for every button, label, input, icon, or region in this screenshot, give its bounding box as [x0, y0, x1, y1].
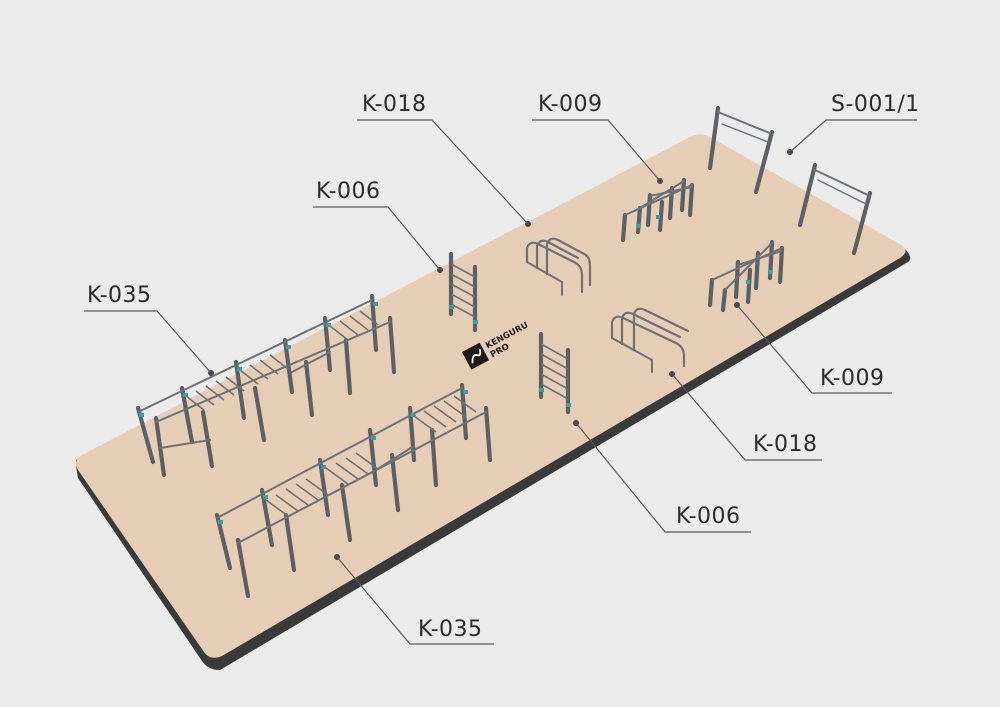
callout-k-009-top: K-009	[532, 92, 663, 184]
equipment-k-018-right	[610, 307, 690, 373]
logo-mark	[462, 342, 490, 370]
callout-label: K-018	[753, 432, 818, 457]
equipment-k-006-top	[448, 251, 478, 333]
callout-label: S-001/1	[831, 92, 920, 117]
callout-k-018-top: K-018	[357, 92, 531, 227]
equipment-s-001-1	[707, 105, 873, 256]
k-035-top-ladder	[185, 310, 379, 411]
callout-label: K-009	[538, 92, 603, 117]
callout-k-018-right: K-018	[669, 371, 822, 461]
callout-k-035-bottom: K-035	[334, 554, 494, 645]
k-035-bottom-ladder	[265, 395, 477, 517]
callout-label: K-009	[820, 366, 885, 391]
callout-k-006-top: K-006	[313, 179, 443, 273]
equipment-k-009-right	[707, 239, 785, 313]
callout-label: K-035	[87, 283, 152, 308]
callout-label: K-018	[362, 92, 427, 117]
callout-label: K-006	[316, 179, 381, 204]
equipment-k-035-bottom	[214, 382, 493, 599]
equipment-k-006-bottom	[538, 331, 571, 415]
equipment-k-009-top	[620, 177, 695, 243]
callout-k-006-bottom: K-006	[573, 420, 751, 533]
callout-label: K-035	[418, 617, 483, 642]
rubber-platform	[75, 134, 911, 670]
callout-k-009-right: K-009	[734, 302, 892, 394]
equipment-k-035-top	[135, 293, 397, 478]
equipment-k-018-top	[525, 237, 592, 296]
callout-label: K-006	[676, 504, 741, 529]
callout-s-001-1: S-001/1	[787, 92, 920, 155]
callout-k-035-top: K-035	[84, 283, 214, 376]
